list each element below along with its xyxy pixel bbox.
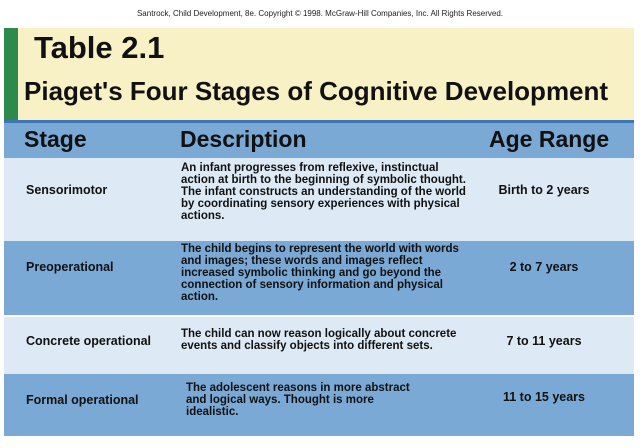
column-header-description: Description: [180, 126, 307, 152]
column-header-stage: Stage: [24, 126, 87, 152]
description-cell: An infant progresses from reflexive, ins…: [181, 162, 466, 222]
description-cell: The child can now reason logically about…: [181, 328, 457, 352]
description-cell: The adolescent reasons in more abstract …: [186, 382, 410, 418]
stage-cell: Preoperational: [26, 260, 114, 274]
table-title: Piaget's Four Stages of Cognitive Develo…: [24, 76, 609, 106]
stage-cell: Formal operational: [26, 393, 139, 407]
table-row: Formal operational The adolescent reason…: [4, 374, 634, 436]
age-cell: Birth to 2 years: [498, 183, 590, 197]
description-cell: The child begins to represent the world …: [181, 243, 459, 303]
stage-cell: Sensorimotor: [26, 183, 108, 197]
column-header-age-range: Age Range: [489, 126, 610, 152]
table-row: Concrete operational The child can now r…: [4, 315, 634, 374]
table-row: Preoperational The child begins to repre…: [4, 241, 634, 315]
age-cell: 11 to 15 years: [502, 390, 585, 404]
table-panel: Table 2.1 Piaget's Four Stages of Cognit…: [4, 28, 634, 442]
table-header-row: Stage Description Age Range: [4, 120, 634, 158]
age-cell: 2 to 7 years: [509, 260, 579, 274]
copyright-notice: Santrock, Child Development, 8e. Copyrig…: [136, 9, 504, 18]
table-number: Table 2.1: [34, 30, 165, 65]
title-block: Table 2.1 Piaget's Four Stages of Cognit…: [4, 28, 634, 120]
accent-bar: [4, 28, 18, 120]
stage-cell: Concrete operational: [26, 334, 152, 348]
age-cell: 7 to 11 years: [506, 334, 582, 348]
table-row: Sensorimotor An infant progresses from r…: [4, 158, 634, 241]
